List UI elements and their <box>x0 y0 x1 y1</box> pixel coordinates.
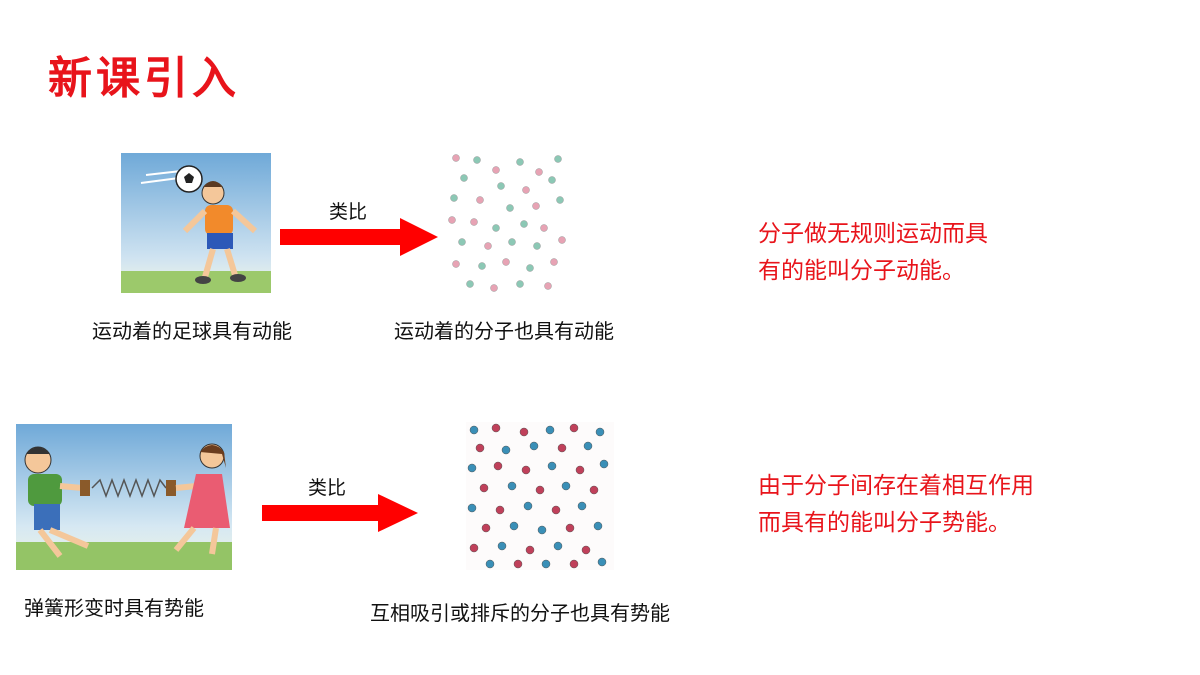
spring-caption: 弹簧形变时具有势能 <box>24 596 204 620</box>
note-line: 而具有的能叫分子势能。 <box>758 510 1011 536</box>
analogy-label-2: 类比 <box>308 477 347 499</box>
note-line: 有的能叫分子动能。 <box>758 258 965 284</box>
note-line: 由于分子间存在着相互作用 <box>758 473 1034 499</box>
molecules-kinetic-diagram <box>444 150 574 295</box>
note-line: 分子做无规则运动而具 <box>758 221 988 247</box>
slide-title: 新课引入 <box>48 53 240 104</box>
soccer-illustration <box>121 153 271 293</box>
spring-illustration <box>16 424 232 570</box>
molecule-kinetic-caption: 运动着的分子也具有动能 <box>394 319 614 343</box>
right-arrow-icon <box>280 216 440 264</box>
molecules-potential-diagram <box>466 422 614 570</box>
molecule-potential-caption: 互相吸引或排斥的分子也具有势能 <box>370 601 670 625</box>
kinetic-energy-definition: 分子做无规则运动而具 有的能叫分子动能。 <box>758 216 988 290</box>
right-arrow-icon <box>262 492 422 540</box>
analogy-label-1: 类比 <box>329 201 368 223</box>
potential-energy-definition: 由于分子间存在着相互作用 而具有的能叫分子势能。 <box>758 468 1034 542</box>
soccer-caption: 运动着的足球具有动能 <box>92 319 292 343</box>
